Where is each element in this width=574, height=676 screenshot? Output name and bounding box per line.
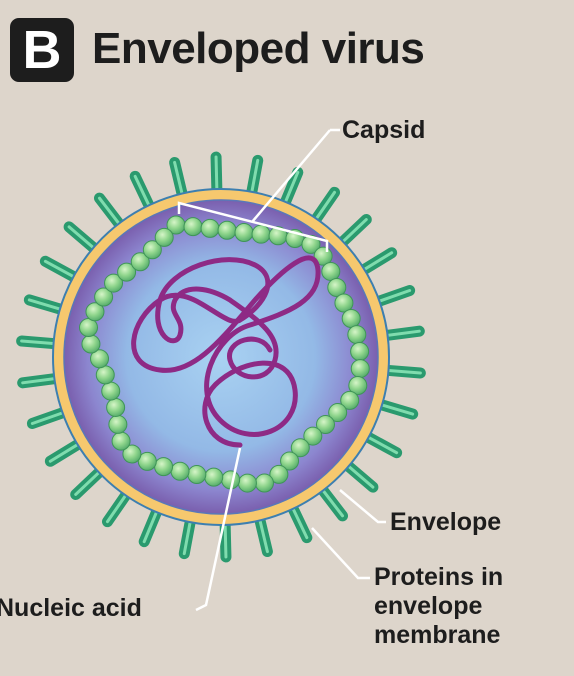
capsomere [341, 309, 361, 329]
proteins-leader [311, 527, 370, 580]
capsomere [334, 293, 354, 313]
capsid-interior [63, 199, 379, 515]
capsomere [348, 375, 368, 395]
capsomere [170, 461, 190, 481]
capsomere [101, 381, 121, 401]
nucleic-acid-strand [131, 255, 321, 448]
proteins-label-line2: envelope [374, 592, 483, 620]
figure-title: Enveloped virus [92, 24, 425, 73]
capsomere [280, 451, 300, 471]
capsomere [122, 444, 142, 464]
capsomere [106, 397, 126, 417]
capsomere [200, 218, 220, 238]
capsomere [81, 334, 101, 354]
proteins-label-line1: Proteins in [374, 563, 504, 591]
capsomere [142, 240, 162, 260]
envelope-label: Envelope [390, 508, 502, 536]
capsid-capsomeres [79, 215, 370, 493]
capsomere [254, 473, 274, 493]
capsid-label: Capsid [342, 116, 426, 144]
leader-lines [177, 128, 386, 612]
capsomere [94, 287, 114, 307]
capsomere [321, 261, 341, 281]
capsid-leader [251, 129, 331, 223]
capsomere [269, 464, 289, 484]
proteins-label-line3: membrane [374, 621, 501, 649]
capsomere [217, 220, 237, 240]
nucleic-acid-leader [195, 447, 242, 612]
capsomere [328, 403, 348, 423]
envelope-leader [339, 489, 386, 524]
capsomere [79, 318, 99, 338]
capsomere [187, 465, 207, 485]
capsomere [117, 262, 137, 282]
capsomere [237, 473, 257, 493]
capsomere [154, 457, 174, 477]
capsomere [327, 277, 347, 297]
capsomere [303, 426, 323, 446]
capsomere [315, 415, 335, 435]
capsomere [301, 234, 321, 254]
figure-letter-badge: B [10, 18, 74, 82]
capsomere [183, 217, 203, 237]
capsomere [85, 302, 105, 322]
capsomere [347, 325, 367, 345]
capsomere [90, 349, 110, 369]
capsomere [290, 438, 310, 458]
capsomere [137, 451, 157, 471]
capsomere [234, 223, 254, 243]
capsomere [350, 359, 370, 379]
capsomere [251, 224, 271, 244]
capsomere [111, 431, 131, 451]
capsomere [104, 273, 124, 293]
capsomere [130, 252, 150, 272]
capsomere [108, 414, 128, 434]
capsomere [154, 227, 174, 247]
capsomere [350, 342, 370, 362]
capsomere [340, 390, 360, 410]
capsomere [204, 467, 224, 487]
capsomere [95, 365, 115, 385]
nucleic-acid-label: Nucleic acid [0, 594, 142, 622]
